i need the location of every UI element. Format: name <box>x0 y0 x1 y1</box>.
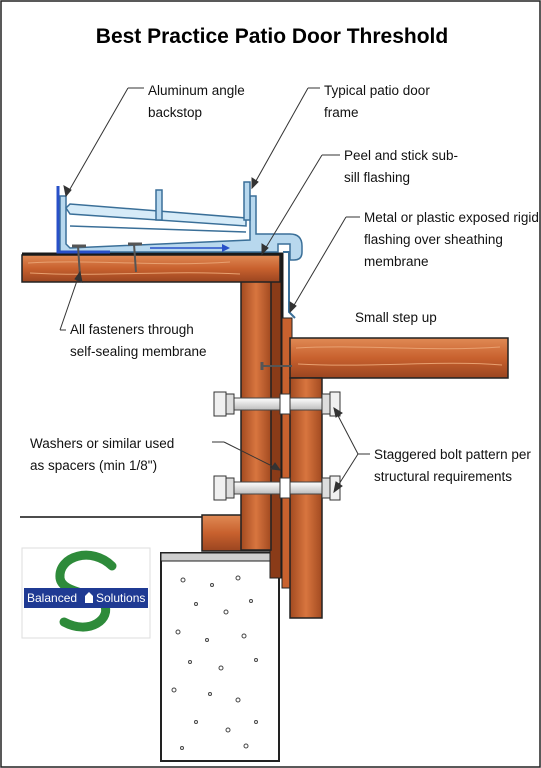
leader-backstop <box>63 87 144 198</box>
leader-subsill <box>261 154 340 256</box>
bolt-upper <box>213 391 341 417</box>
leader-bolts <box>333 406 370 494</box>
label-step-up: Small step up <box>355 310 437 325</box>
house-icon <box>85 592 93 603</box>
flashing-nail <box>260 362 292 370</box>
page-title: Best Practice Patio Door Threshold <box>96 25 448 48</box>
logo-word-balanced: Balanced <box>27 591 77 605</box>
leader-fasteners <box>59 270 83 331</box>
label-fasteners: All fasteners through self-sealing membr… <box>70 322 207 359</box>
balanced-solutions-logo: Balanced Solutions <box>21 547 151 639</box>
svg-text:Small step up: Small step up <box>355 310 437 325</box>
svg-text:sill flashing: sill flashing <box>344 170 410 185</box>
label-backstop: Aluminum angle backstop <box>148 83 245 120</box>
svg-text:Metal or plastic exposed rigid: Metal or plastic exposed rigid <box>364 210 539 225</box>
label-bolts: Staggered bolt pattern per structural re… <box>374 447 531 484</box>
svg-text:flashing over sheathing: flashing over sheathing <box>364 232 503 247</box>
deck-joist <box>289 377 323 619</box>
svg-text:All fasteners through: All fasteners through <box>70 322 194 337</box>
rigid-flashing <box>283 251 296 319</box>
svg-text:as spacers (min 1/8"): as spacers (min 1/8") <box>30 458 157 473</box>
label-subsill-flashing: Peel and stick sub- sill flashing <box>344 148 458 185</box>
leader-door-frame <box>251 87 320 190</box>
logo-word-solutions: Solutions <box>96 591 145 605</box>
svg-text:structural requirements: structural requirements <box>374 469 512 484</box>
leader-rigid-flashing <box>289 216 360 314</box>
aluminum-angle-backstop <box>56 186 110 254</box>
fasteners <box>72 242 142 277</box>
svg-text:Typical patio door: Typical patio door <box>324 83 430 98</box>
svg-text:Aluminum angle: Aluminum angle <box>148 83 245 98</box>
svg-text:Staggered bolt pattern per: Staggered bolt pattern per <box>374 447 531 462</box>
label-rigid-flashing: Metal or plastic exposed rigid flashing … <box>364 210 539 269</box>
leader-washers <box>212 441 282 471</box>
svg-text:backstop: backstop <box>148 105 202 120</box>
svg-text:frame: frame <box>324 105 359 120</box>
svg-text:self-sealing membrane: self-sealing membrane <box>70 344 207 359</box>
door-frame-extrusion <box>59 181 303 261</box>
drain-arrow <box>150 244 230 252</box>
svg-text:membrane: membrane <box>364 254 429 269</box>
svg-text:Washers or similar used: Washers or similar used <box>30 436 174 451</box>
label-door-frame: Typical patio door frame <box>324 83 430 120</box>
svg-text:Peel and stick sub-: Peel and stick sub- <box>344 148 458 163</box>
step-board <box>289 337 509 379</box>
label-washers: Washers or similar used as spacers (min … <box>30 436 174 473</box>
concrete-foundation <box>160 552 280 762</box>
subfloor-board <box>21 254 281 283</box>
